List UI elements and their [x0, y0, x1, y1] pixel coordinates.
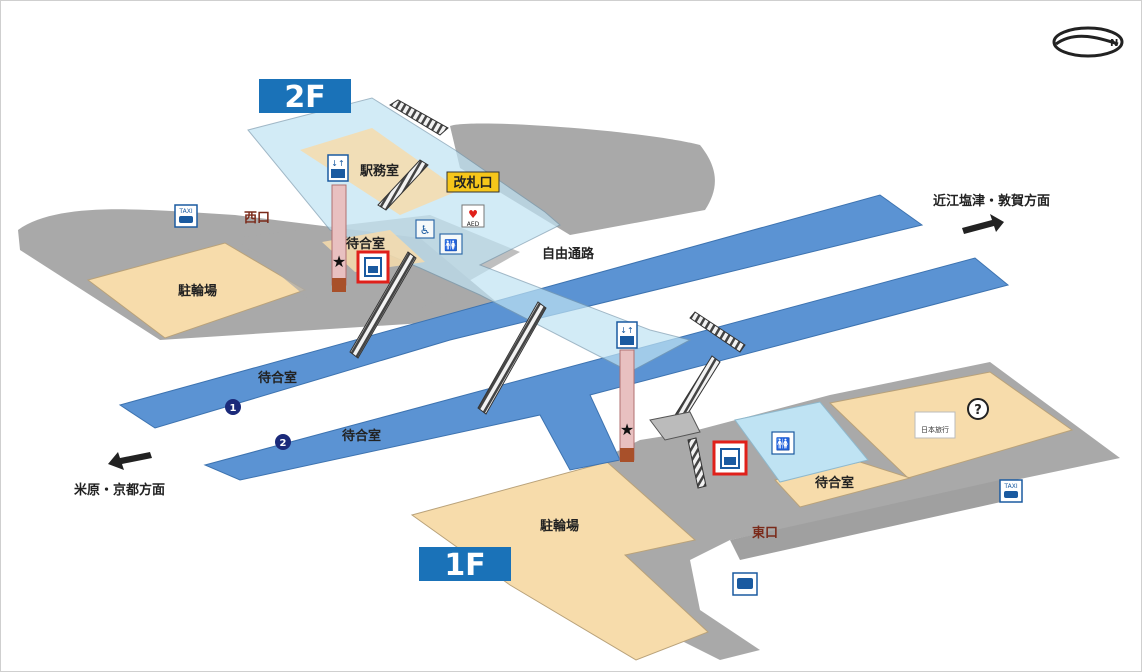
- svg-text:♥: ♥: [468, 208, 478, 221]
- wheelchair-icon: ♿: [415, 219, 435, 239]
- direction-south-label: 米原・京都方面: [74, 482, 165, 498]
- svg-text:↓↑: ↓↑: [331, 159, 344, 168]
- star-icon: ★: [332, 252, 346, 271]
- svg-text:AED: AED: [467, 221, 480, 228]
- ticket-machine-icon: [356, 250, 390, 284]
- svg-text:TAXI: TAXI: [178, 208, 192, 215]
- restroom-icon: 🚻: [439, 233, 463, 255]
- landing-east: [649, 411, 701, 441]
- stairs-west: [349, 251, 417, 359]
- ticket-machine-icon: [712, 440, 748, 476]
- bicycle-parking-west-label: 駐輪場: [178, 283, 217, 299]
- restroom-icon: 🚻: [771, 431, 795, 455]
- svg-text:2: 2: [280, 438, 287, 449]
- platform-1-badge: 1: [225, 399, 241, 415]
- east-exit-label: 東口: [752, 525, 778, 541]
- aed-icon: ♥ AED: [461, 204, 485, 228]
- arrow-south-icon: [108, 452, 152, 470]
- waiting-room-p2-label: 待合室: [341, 428, 381, 444]
- station-office-label: 駅務室: [359, 163, 399, 179]
- svg-text:?: ?: [974, 403, 982, 418]
- ticket-gate-label: 改札口: [446, 171, 500, 193]
- stairs-2f-east: [689, 311, 746, 353]
- waiting-room-east-label: 待合室: [814, 475, 854, 491]
- svg-text:1F: 1F: [444, 548, 485, 583]
- elevator-icon: ↓↑: [327, 154, 349, 182]
- svg-text:2F: 2F: [284, 80, 325, 115]
- floor-badge-2f: 2F: [259, 79, 351, 115]
- arrow-north-icon: [962, 214, 1004, 234]
- bicycle-parking-east-label: 駐輪場: [540, 518, 579, 534]
- svg-text:↓↑: ↓↑: [620, 326, 633, 335]
- elevator-shaft-east: [619, 349, 635, 461]
- north-ground: [450, 123, 715, 235]
- elevator-box-east: [620, 448, 634, 462]
- bicycle-parking-east-area: [410, 461, 709, 661]
- floor-badge-1f: 1F: [419, 547, 511, 583]
- stairs-middle: [477, 301, 547, 415]
- station-office-area: [300, 128, 460, 215]
- direction-north-label: 近江塩津・敦賀方面: [933, 193, 1050, 209]
- stairs-2f-north: [389, 99, 449, 136]
- svg-text:日本旅行: 日本旅行: [921, 425, 949, 434]
- svg-text:N: N: [1110, 38, 1118, 49]
- svg-text:1: 1: [230, 403, 237, 414]
- waiting-room-2f-label: 待合室: [345, 236, 385, 252]
- svg-text:🚻: 🚻: [444, 239, 458, 252]
- svg-text:改札口: 改札口: [453, 175, 492, 191]
- waiting-room-p1-label: 待合室: [257, 370, 297, 386]
- info-icon: ?: [967, 398, 989, 420]
- compass-icon: N: [1052, 26, 1124, 58]
- svg-text:🚻: 🚻: [776, 437, 791, 451]
- platform-2-badge: 2: [275, 434, 291, 450]
- elevator-icon: ↓↑: [616, 321, 638, 349]
- taxi-icon: TAXI: [999, 479, 1023, 503]
- svg-text:♿: ♿: [420, 223, 431, 237]
- stairs-2f-office: [377, 159, 429, 211]
- travel-agency-logo: 日本旅行: [914, 411, 956, 439]
- bus-icon: [732, 572, 758, 596]
- star-icon: ★: [620, 420, 634, 439]
- elevator-box-west: [332, 278, 346, 292]
- taxi-icon: TAXI: [174, 204, 198, 228]
- stairs-east-lower: [687, 437, 707, 489]
- free-passage-label: 自由通路: [542, 246, 595, 262]
- west-exit-label: 西口: [244, 211, 270, 226]
- east-plaza-edge: [730, 480, 1010, 560]
- east-station-building-blue: [734, 401, 869, 483]
- svg-text:TAXI: TAXI: [1003, 483, 1017, 490]
